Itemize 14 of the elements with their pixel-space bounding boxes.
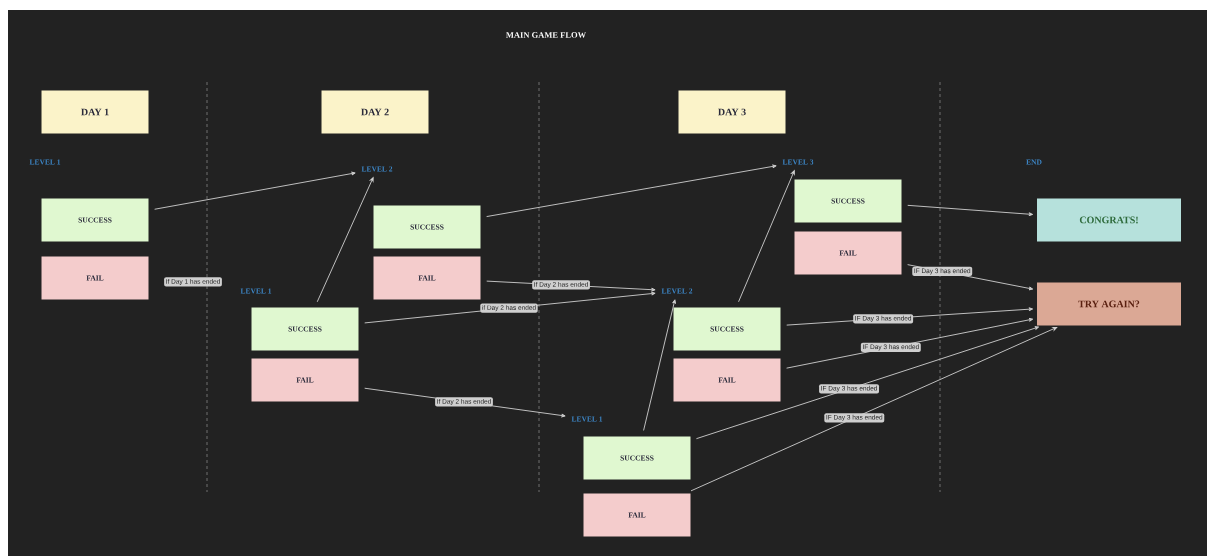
congrats-box: CONGRATS! (1037, 198, 1181, 242)
arrow (643, 299, 676, 431)
arrow (316, 177, 374, 303)
try-again-box: TRY AGAIN? (1037, 282, 1181, 326)
arrow (907, 204, 1034, 217)
arrow (690, 326, 1058, 492)
title: MAIN GAME FLOW (506, 32, 586, 38)
arrow (695, 326, 1040, 440)
day-box: DAY 2 (321, 90, 429, 134)
day-box: DAY 3 (678, 90, 786, 134)
arrow (154, 171, 356, 210)
arrow (486, 164, 777, 217)
arrow (738, 170, 795, 303)
day-box: DAY 1 (41, 90, 149, 134)
